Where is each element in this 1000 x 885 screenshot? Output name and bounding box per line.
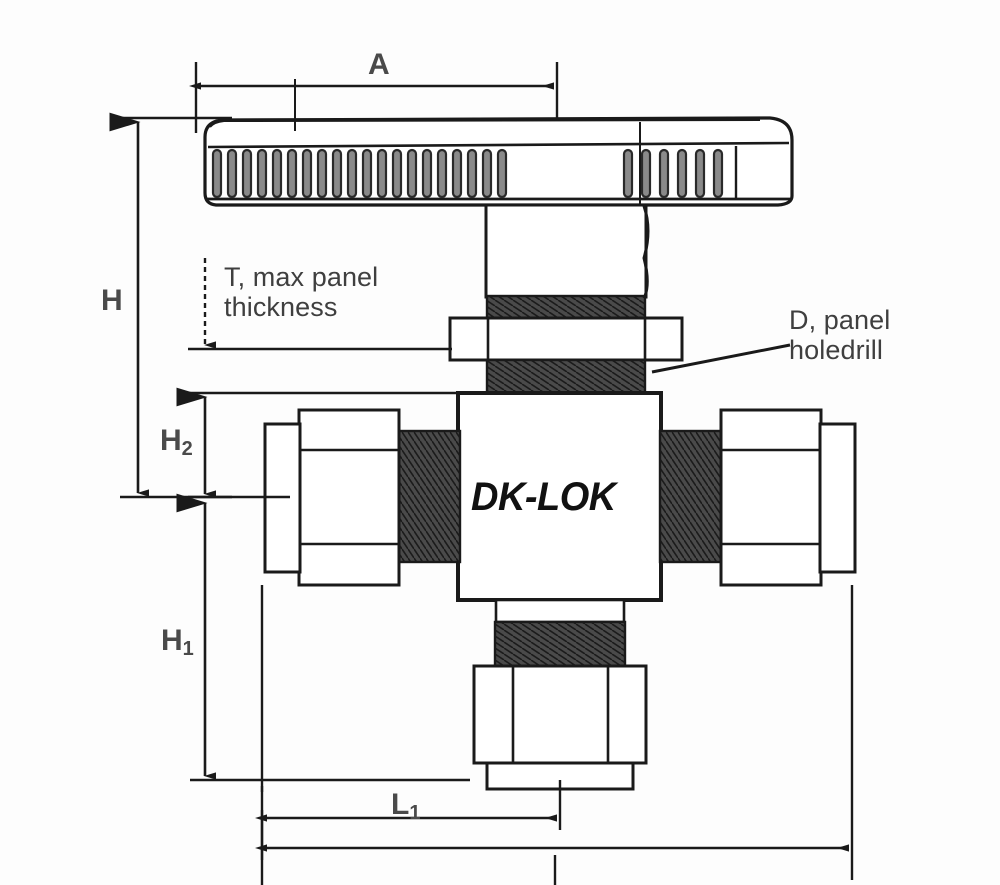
- dimension-label-L1: L1: [391, 788, 421, 824]
- dimension-label-H2-subscript: 2: [181, 438, 193, 460]
- dimension-label-H1-base: H: [161, 624, 183, 657]
- dimension-label-H2-base: H: [160, 424, 182, 457]
- dimension-L: [255, 585, 854, 885]
- dimension-label-H2: H2: [160, 424, 193, 460]
- panel-nut-assembly: [448, 294, 684, 395]
- dimension-label-A: A: [368, 48, 390, 81]
- annotation-panel-holedrill-line2: holedrill: [789, 335, 883, 366]
- annotation-panel-thickness-line1: T, max panel: [224, 262, 379, 292]
- annotation-panel-thickness-line2: thickness: [224, 292, 338, 323]
- brand-logo-dk-lok: DK-LOK: [471, 475, 616, 520]
- left-tube-fitting: [263, 408, 462, 587]
- dimension-H1: [176, 493, 470, 792]
- dimension-label-H1-subscript: 1: [182, 638, 194, 660]
- dimension-label-L1-subscript: 1: [409, 802, 421, 824]
- right-tube-fitting: [658, 408, 857, 587]
- dimension-label-H1: H1: [161, 624, 194, 660]
- dimension-label-H: H: [101, 284, 123, 317]
- annotation-panel-holedrill-line1: D, panel: [789, 305, 891, 335]
- knurled-handle: [203, 116, 794, 207]
- leader-line-D: [651, 343, 791, 374]
- dimension-T: [188, 258, 452, 351]
- reference-extension-lines: [294, 79, 641, 205]
- dimension-label-L1-base: L: [391, 788, 410, 821]
- valve-stem: [484, 203, 650, 299]
- bottom-tube-fitting: [472, 598, 648, 791]
